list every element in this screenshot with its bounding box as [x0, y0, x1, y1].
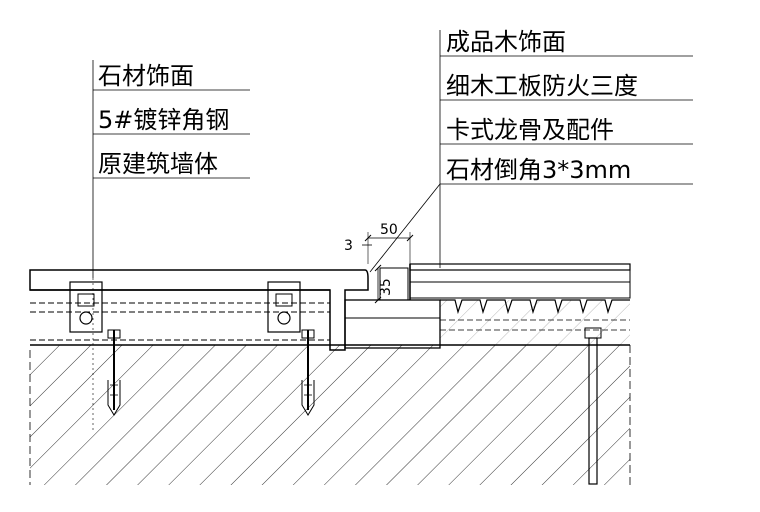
bracket-left — [69, 281, 103, 333]
label-fireproof-board: 细木工板防火三度 — [446, 72, 638, 100]
anchor-bolt-right — [301, 329, 315, 416]
dim-width: 50 — [380, 222, 398, 238]
leader-lines — [92, 30, 693, 430]
bracket-right — [267, 281, 301, 333]
dim-gap: 3 — [344, 238, 353, 254]
dim-height: 35 — [378, 278, 394, 296]
label-clip-keel: 卡式龙骨及配件 — [446, 116, 614, 144]
label-angle-steel: 5#镀锌角钢 — [98, 106, 229, 134]
label-wood-finish: 成品木饰面 — [446, 28, 566, 56]
label-existing-wall: 原建筑墙体 — [98, 150, 218, 178]
dimension-marks — [362, 232, 414, 304]
anchor-bolt-far-right — [584, 327, 602, 485]
wood-finish-panel — [409, 263, 631, 300]
stone-facing — [29, 269, 369, 351]
existing-wall — [29, 344, 631, 485]
label-stone-chamfer: 石材倒角3*3mm — [446, 156, 631, 184]
anchor-bolt-left — [107, 329, 121, 416]
label-stone-facing: 石材饰面 — [98, 62, 194, 90]
galvanized-angle-steel — [30, 302, 330, 341]
